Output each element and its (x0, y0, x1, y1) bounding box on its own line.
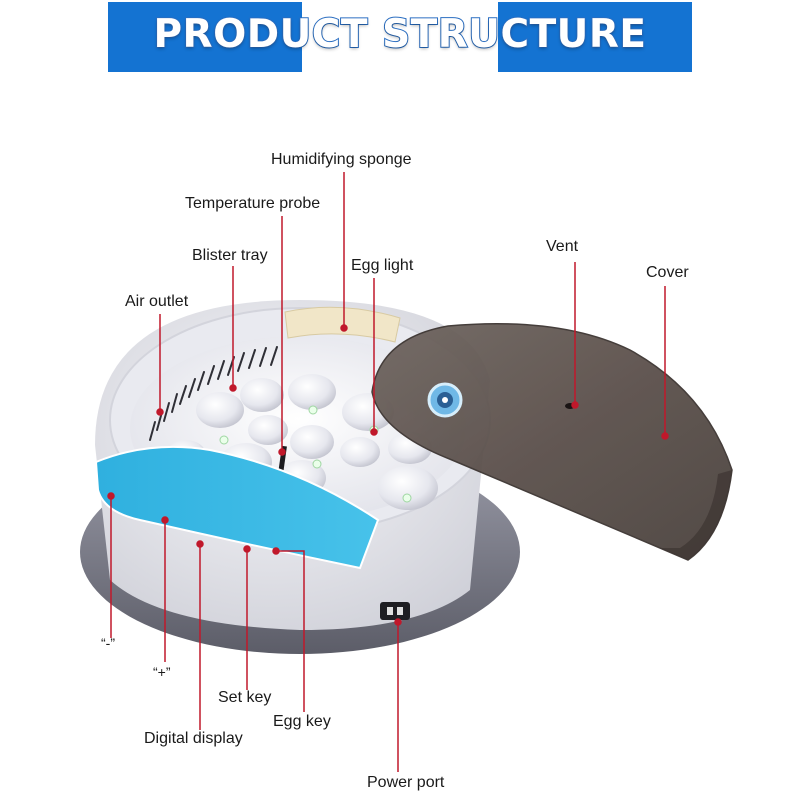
power-port (380, 602, 410, 620)
label-air-outlet: Air outlet (125, 293, 189, 310)
label-digital-display: Digital display (144, 730, 243, 747)
label-power-port: Power port (367, 774, 445, 791)
label-vent: Vent (546, 238, 579, 255)
cover-logo-badge (427, 382, 463, 418)
power-port-pin (387, 607, 393, 615)
label-blister-tray: Blister tray (192, 247, 268, 264)
label-egg-light: Egg light (351, 257, 414, 274)
label-egg-key: Egg key (273, 713, 331, 730)
label-minus-key: “-” (101, 635, 115, 651)
banner-right-bar (498, 2, 692, 72)
air-outlet-slats (149, 346, 278, 441)
page-title: PRODUCT STRUCTURE (152, 11, 647, 58)
cover-edge (660, 470, 732, 560)
title-banner: PRODUCT STRUCTURE (108, 2, 692, 72)
label-set-key: Set key (218, 689, 272, 706)
label-cover: Cover (646, 264, 689, 281)
power-port-pin (397, 607, 403, 615)
callout-lines (107, 172, 669, 772)
label-plus-key: “+” (153, 664, 171, 680)
control-panel (94, 445, 380, 570)
egg-cups (166, 374, 438, 510)
banner-left-bar (108, 2, 302, 72)
label-temperature-probe: Temperature probe (185, 195, 321, 212)
label-humidifying-sponge: Humidifying sponge (271, 151, 412, 168)
